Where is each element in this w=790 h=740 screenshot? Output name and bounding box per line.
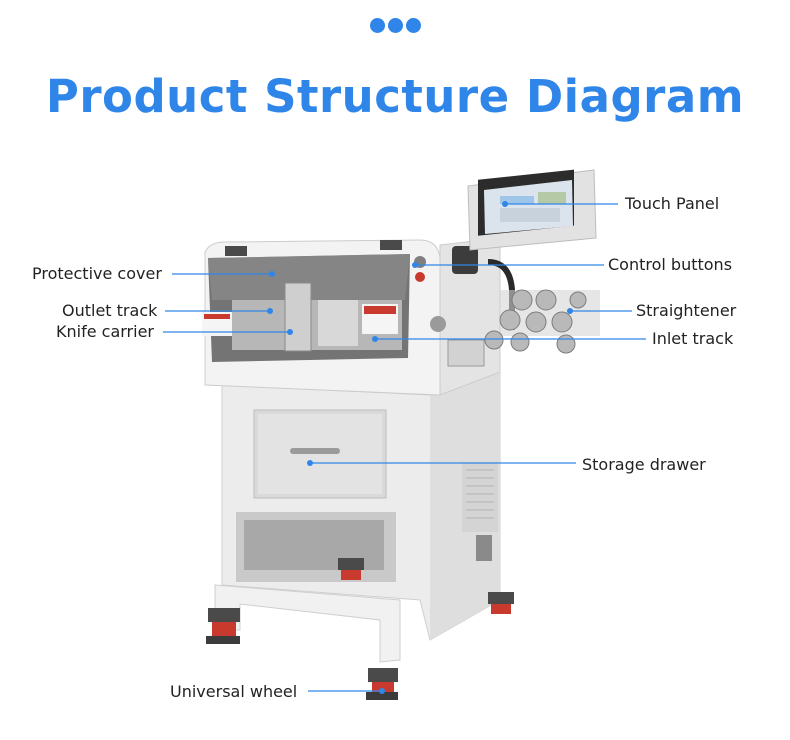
touch-panel-shape xyxy=(467,169,597,251)
label-knife-carrier: Knife carrier xyxy=(56,322,154,341)
label-outlet-track: Outlet track xyxy=(62,301,158,320)
dot-icon xyxy=(287,329,293,335)
leader-dots xyxy=(267,201,573,694)
machine-head xyxy=(202,237,501,396)
decorative-dots xyxy=(370,18,422,34)
drawer-shape xyxy=(253,409,387,499)
label-control-buttons: Control buttons xyxy=(608,255,733,274)
dot-icon xyxy=(412,262,418,268)
dot-icon xyxy=(307,460,313,466)
dot-icon xyxy=(269,271,275,277)
label-touch-panel: Touch Panel xyxy=(625,194,720,213)
label-universal-wheel: Universal wheel xyxy=(170,682,298,701)
dot-icon xyxy=(370,18,385,33)
dot-icon xyxy=(379,688,385,694)
label-inlet-track: Inlet track xyxy=(652,329,734,348)
dot-icon xyxy=(502,201,508,207)
label-protective-cover: Protective cover xyxy=(32,264,162,283)
leader-lines xyxy=(163,203,646,692)
dot-icon xyxy=(267,308,273,314)
label-storage-drawer: Storage drawer xyxy=(582,455,706,474)
dot-icon xyxy=(567,308,573,314)
label-straightener: Straightener xyxy=(636,301,737,320)
dot-icon xyxy=(388,18,403,33)
dot-icon xyxy=(406,18,421,33)
straightener-shape xyxy=(447,259,600,367)
page-title: Product Structure Diagram xyxy=(45,70,745,123)
dot-icon xyxy=(372,336,378,342)
wheels xyxy=(206,558,514,700)
